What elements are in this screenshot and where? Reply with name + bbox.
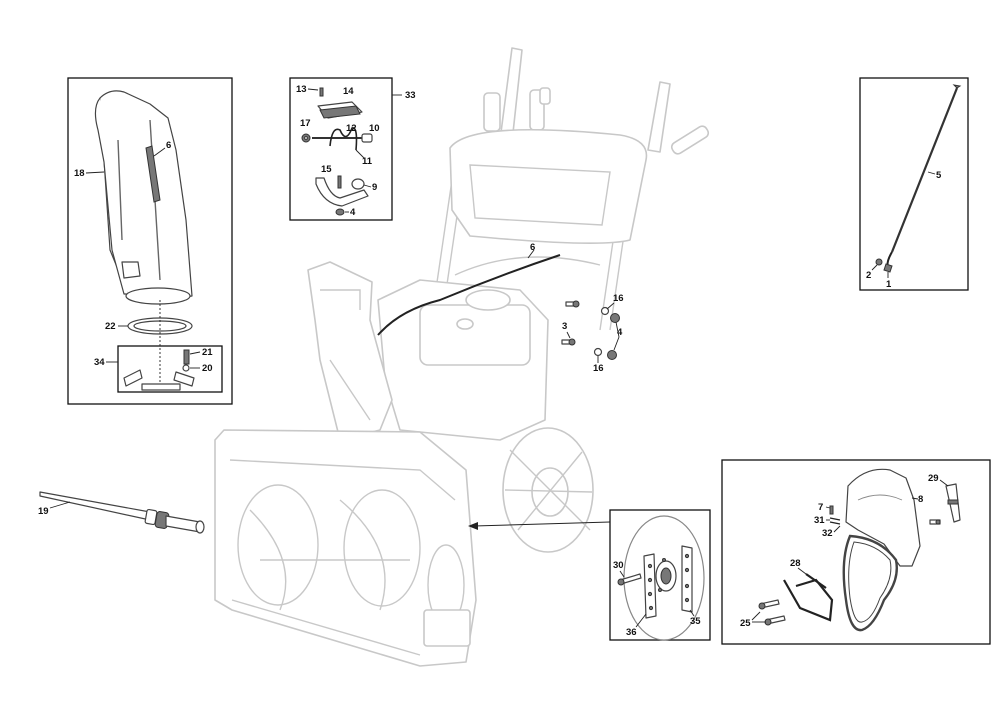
callout-1: 1 [886, 279, 892, 290]
callout-22: 22 [105, 321, 116, 332]
callout-21: 21 [202, 347, 213, 358]
callout-35: 35 [690, 616, 701, 627]
callout-16-upper: 16 [613, 293, 624, 304]
deflector-hardware-box [289, 77, 393, 221]
callout-32: 32 [822, 528, 833, 539]
frame-fasteners [561, 300, 620, 360]
callout-4-main: 4 [617, 327, 623, 338]
callout-19: 19 [38, 506, 49, 517]
callout-10: 10 [369, 123, 380, 134]
callout-12: 12 [346, 123, 357, 134]
callout-34: 34 [94, 357, 105, 368]
callout-16-lower: 16 [593, 363, 604, 374]
callout-6-main: 6 [530, 242, 535, 253]
callout-14: 14 [343, 86, 354, 97]
callout-6-chute: 6 [166, 140, 171, 151]
callout-2: 2 [866, 270, 871, 281]
control-cable [377, 254, 561, 336]
chute-detail-box [67, 77, 233, 405]
belt-cover-box [721, 459, 991, 645]
callout-29: 29 [928, 473, 939, 484]
callout-8: 8 [918, 494, 923, 505]
callout-20: 20 [202, 363, 213, 374]
callout-15: 15 [321, 164, 332, 175]
callout-9: 9 [372, 182, 377, 193]
impeller-detail-box [609, 509, 711, 641]
callout-36: 36 [626, 627, 637, 638]
callout-7: 7 [818, 502, 823, 513]
callout-31: 31 [814, 515, 825, 526]
snowblower-main-assembly [214, 47, 710, 667]
callout-17: 17 [300, 118, 311, 129]
callout-13: 13 [296, 84, 307, 95]
callout-5: 5 [936, 170, 942, 181]
callout-4-box: 4 [350, 207, 356, 218]
callout-11: 11 [362, 156, 373, 167]
callout-33: 33 [405, 90, 416, 101]
callout-28: 28 [790, 558, 801, 569]
callout-18: 18 [74, 168, 85, 179]
callout-3: 3 [562, 321, 567, 332]
control-rod-box [859, 77, 969, 291]
callout-25: 25 [740, 618, 751, 629]
callout-30: 30 [613, 560, 624, 571]
impeller-shaft [39, 491, 205, 534]
